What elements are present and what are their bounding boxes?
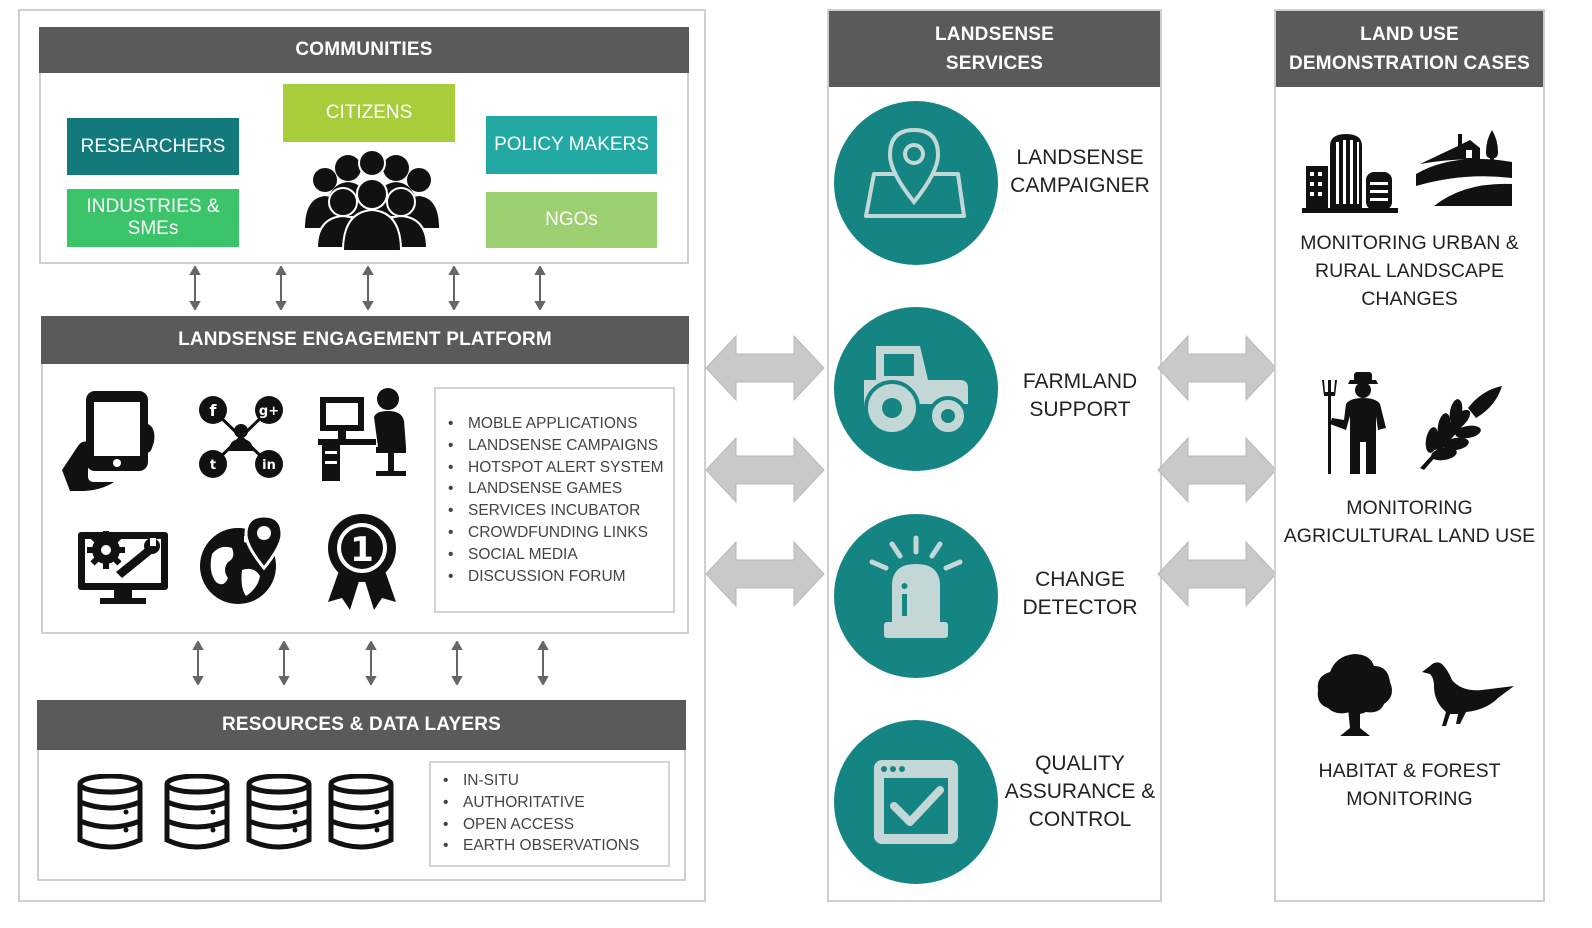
demo-habitat-forest-label: HABITAT & FOREST MONITORING (1318, 760, 1501, 810)
industries-label-line2: SMEs (127, 218, 179, 239)
policy-makers-box: POLICY MAKERS (486, 116, 657, 174)
demos-title-line1: LAND USE (1360, 24, 1459, 45)
communities-title: COMMUNITIES (295, 39, 433, 60)
monitor-gear-icon (78, 531, 168, 604)
campaigner-label: LANDSENSE CAMPAIGNER (1010, 146, 1150, 197)
mobile-hand-icon (62, 391, 155, 491)
demos-title-line2: DEMONSTRATION CASES (1289, 53, 1530, 74)
demos-panel (1274, 9, 1545, 902)
policy-makers-label: POLICY MAKERS (494, 134, 649, 155)
city-buildings-icon (1302, 134, 1398, 213)
demo-agricultural-label: MONITORING AGRICULTURAL LAND USE (1283, 497, 1536, 547)
resource-item: AUTHORITATIVE (441, 792, 639, 814)
feature-item: HOTSPOT ALERT SYSTEM (446, 457, 664, 479)
industries-label-line1: INDUSTRIES & (86, 196, 220, 217)
feature-item: CROWDFUNDING LINKS (446, 522, 664, 544)
svg-text:1: 1 (350, 530, 374, 570)
resource-item: OPEN ACCESS (441, 814, 639, 836)
crowd-icon (305, 150, 439, 252)
demos-header: LAND USE DEMONSTRATION CASES (1276, 11, 1543, 87)
services-header: LANDSENSE SERVICES (829, 11, 1160, 87)
services-title-line2: SERVICES (945, 53, 1044, 74)
svg-text:in: in (262, 458, 276, 473)
platform-title: LANDSENSE ENGAGEMENT PLATFORM (178, 329, 552, 350)
resources-header: RESOURCES & DATA LAYERS (37, 700, 686, 750)
award-ribbon-icon: 1 (328, 514, 396, 610)
services-title-line1: LANDSENSE (935, 24, 1054, 45)
svg-text:g+: g+ (259, 404, 279, 419)
resources-title: RESOURCES & DATA LAYERS (221, 714, 502, 735)
checkbox-window-icon (874, 760, 958, 844)
feature-item: LANDSENSE CAMPAIGNS (446, 435, 664, 457)
database-icons (77, 774, 394, 850)
resource-item: IN-SITU (441, 770, 639, 792)
platform-resources-arrows (192, 641, 549, 685)
ngos-box: NGOs (486, 192, 657, 248)
bird-icon (1422, 662, 1514, 726)
farmer-pitchfork-icon (1322, 372, 1386, 474)
feature-item: SERVICES INCUBATOR (446, 500, 664, 522)
communities-header: COMMUNITIES (39, 27, 689, 73)
left-double-arrows (705, 334, 825, 608)
change-detector-label: CHANGE DETECTOR (1022, 568, 1138, 619)
farmland-label: FARMLAND SUPPORT (1022, 370, 1138, 421)
industries-box: INDUSTRIES & SMEs (67, 189, 239, 247)
svg-text:f: f (210, 401, 218, 420)
alarm-beacon-icon (869, 535, 963, 638)
communities-platform-arrows (189, 266, 546, 310)
demo-urban-rural-label: MONITORING URBAN & RURAL LANDSCAPE CHANG… (1300, 232, 1519, 310)
platform-features-list: MOBLE APPLICATIONS LANDSENSE CAMPAIGNS H… (446, 413, 664, 587)
feature-item: MOBLE APPLICATIONS (446, 413, 664, 435)
platform-header: LANDSENSE ENGAGEMENT PLATFORM (41, 316, 689, 364)
ngos-label: NGOs (545, 209, 598, 230)
resource-item: EARTH OBSERVATIONS (441, 835, 639, 857)
globe-location-icon (200, 514, 284, 604)
citizens-box: CITIZENS (283, 84, 455, 142)
tractor-icon (864, 346, 968, 436)
researchers-label: RESEARCHERS (80, 135, 226, 157)
quality-label: QUALITY ASSURANCE & CONTROL (1004, 752, 1156, 831)
map-pin-icon (864, 128, 966, 218)
rural-landscape-icon (1416, 130, 1512, 206)
desk-worker-icon (318, 388, 406, 481)
feature-item: LANDSENSE GAMES (446, 478, 664, 500)
wheat-icon (1420, 386, 1502, 470)
right-double-arrows (1157, 334, 1277, 608)
resources-list: IN-SITU AUTHORITATIVE OPEN ACCESS EARTH … (441, 770, 639, 857)
citizens-label: CITIZENS (325, 102, 413, 123)
feature-item: SOCIAL MEDIA (446, 544, 664, 566)
svg-text:t: t (210, 458, 216, 473)
researchers-box: RESEARCHERS (67, 118, 239, 175)
tree-icon (1317, 654, 1392, 736)
feature-item: DISCUSSION FORUM (446, 566, 664, 588)
social-network-icon: f g+ t in (199, 396, 283, 478)
